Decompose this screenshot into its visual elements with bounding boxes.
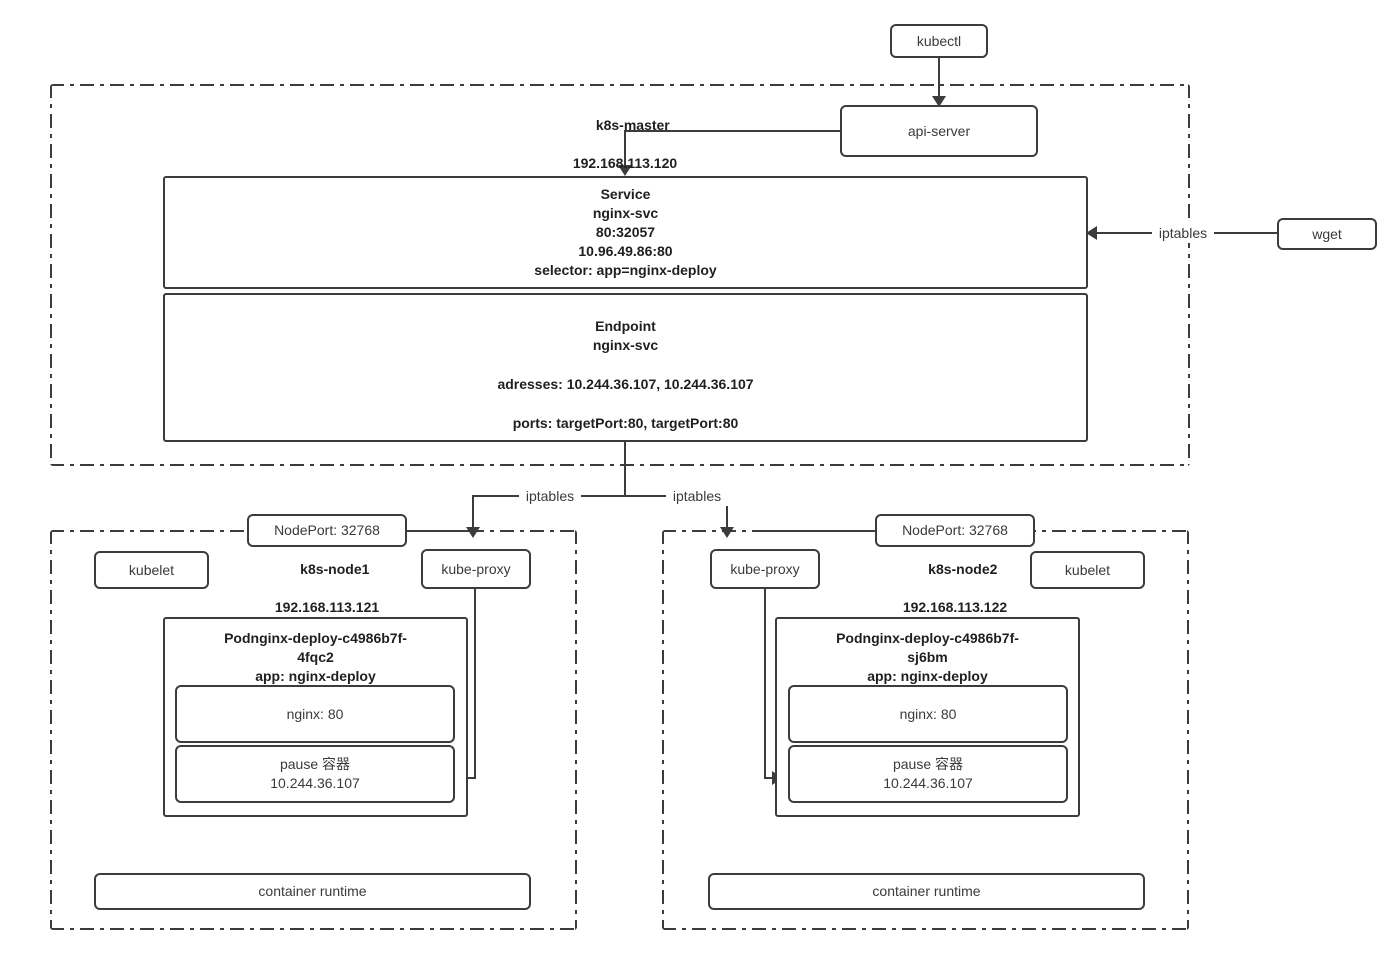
node2-container-pause-ip: 10.244.36.107 [883,775,973,791]
node2-container-nginx[interactable]: nginx: 80 [788,685,1068,743]
connector-node2-nodeport-kubeproxy [763,530,877,532]
connector-node1-kubeproxy-pod-h [462,777,476,779]
connector-apiserver-service-v [624,130,626,168]
service-selector: selector: app=nginx-deploy [534,261,717,278]
node1-pod-app-label: app: nginx-deploy [255,667,376,684]
node2-title: k8s-node2 192.168.113.122 [835,541,1075,654]
connector-branch-stem [624,442,626,496]
node1-container-runtime-box[interactable]: container runtime [94,873,531,910]
iptables-wget-label: iptables [1152,224,1214,243]
connector-node1-nodeport-kubeproxy [407,530,477,532]
service-name: nginx-svc [592,205,659,222]
node2-pod-app-label: app: nginx-deploy [867,667,988,684]
node1-nodeport-box[interactable]: NodePort: 32768 [247,514,407,547]
node2-ip: 192.168.113.122 [902,598,1008,615]
node1-ip: 192.168.113.121 [274,598,380,615]
k8s-master-ip: 192.168.113.120 [572,154,678,171]
arrowhead-apiserver-service [618,165,632,176]
node1-nodeport-label: NodePort: 32768 [274,522,380,539]
node2-pod-title-line1: Podnginx-deploy-c4986b7f- [836,630,1019,646]
arrowhead-kubectl-apiserver [932,96,946,107]
node2-name: k8s-node2 [928,560,998,577]
branch-label-right: iptables [666,487,728,506]
connector-node2-kubeproxy-pod-v [764,589,766,779]
node1-container-runtime-label: container runtime [258,883,367,900]
node2-container-runtime-label: container runtime [872,883,981,900]
connector-branch-left-drop [472,495,474,531]
service-box[interactable]: Service nginx-svc 80:32057 10.96.49.86:8… [163,176,1088,289]
wget-label: wget [1312,225,1342,242]
connector-branch-right-drop [726,495,728,531]
node2-container-nginx-label: nginx: 80 [899,705,957,722]
node2-nodeport-label: NodePort: 32768 [902,522,1008,539]
branch-label-left: iptables [519,487,581,506]
node2-kube-proxy-box[interactable]: kube-proxy [710,549,820,589]
node2-kube-proxy-label: kube-proxy [730,560,800,577]
node1-pod-title-line1: Podnginx-deploy-c4986b7f- [224,630,407,646]
arrowhead-wget-master [1086,226,1097,240]
node1-name: k8s-node1 [300,560,370,577]
node1-pod-title-line2: 4fqc2 [297,648,334,665]
node2-container-pause-label: pause 容器 [892,756,964,773]
k8s-master-name: k8s-master [595,116,670,133]
endpoint-addresses: adresses: 10.244.36.107, 10.244.36.107 [497,375,754,392]
node1-kubelet-box[interactable]: kubelet [94,551,209,589]
connector-kubectl-apiserver [938,58,940,100]
service-cluster-ip: 10.96.49.86:80 [578,242,673,259]
endpoint-kind: Endpoint [595,318,656,334]
kubectl-box[interactable]: kubectl [890,24,988,58]
api-server-label: api-server [907,122,971,139]
arrowhead-branch-left [466,527,480,538]
node2-pod-title-line2: sj6bm [907,648,948,665]
connector-branch-spine [472,495,728,497]
node1-container-pause-ip: 10.244.36.107 [270,775,360,791]
wget-box[interactable]: wget [1277,218,1377,250]
node2-container-runtime-box[interactable]: container runtime [708,873,1145,910]
node2-kubelet-label: kubelet [1064,561,1111,578]
service-ports: 80:32057 [595,224,656,241]
connector-node1-kubeproxy-pod-v [474,589,476,779]
node1-kube-proxy-label: kube-proxy [441,560,511,577]
node2-kubelet-box[interactable]: kubelet [1030,551,1145,589]
node2-container-pause[interactable]: pause 容器 10.244.36.107 [788,745,1068,803]
node1-container-pause-label: pause 容器 [279,756,351,773]
node1-title: k8s-node1 192.168.113.121 [207,541,447,654]
api-server-box[interactable]: api-server [840,105,1038,157]
connector-apiserver-service-h [625,130,840,132]
service-kind: Service [600,186,651,203]
connector-node2-kubeproxy-pod-h [764,777,774,779]
arrowhead-branch-right [720,527,734,538]
endpoint-box[interactable]: Endpoint nginx-svc adresses: 10.244.36.1… [163,293,1088,442]
kubectl-label: kubectl [916,32,962,49]
node2-nodeport-box[interactable]: NodePort: 32768 [875,514,1035,547]
node1-container-nginx[interactable]: nginx: 80 [175,685,455,743]
node1-kubelet-label: kubelet [128,561,175,578]
endpoint-name: nginx-svc [592,336,659,353]
node1-kube-proxy-box[interactable]: kube-proxy [421,549,531,589]
node1-container-nginx-label: nginx: 80 [286,705,344,722]
endpoint-ports: ports: targetPort:80, targetPort:80 [512,414,739,431]
k8s-master-title: k8s-master 192.168.113.120 [500,97,750,210]
node1-container-pause[interactable]: pause 容器 10.244.36.107 [175,745,455,803]
